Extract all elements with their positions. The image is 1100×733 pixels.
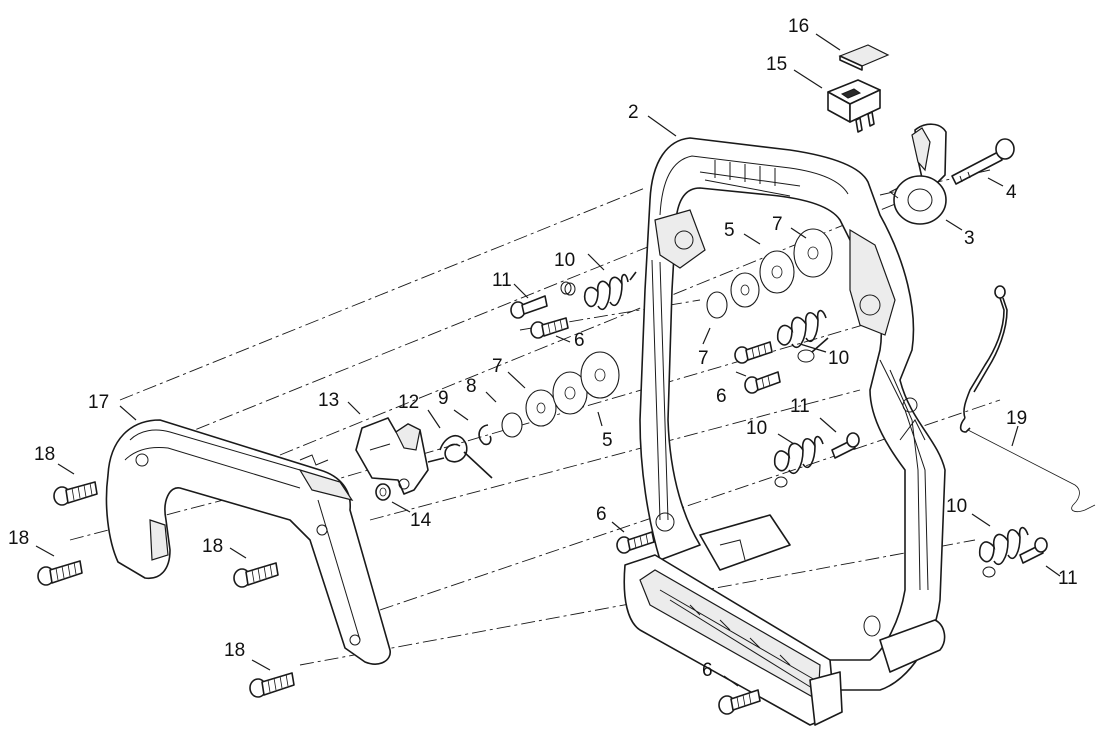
screw-18-d	[249, 672, 295, 698]
washers-lower	[501, 351, 620, 438]
spring-10-d	[978, 526, 1029, 578]
circlip	[478, 424, 492, 446]
callout-6-a: 6	[574, 330, 585, 351]
callout-6-c: 6	[596, 504, 607, 525]
screw-6-a	[530, 317, 569, 339]
stop-switch	[827, 79, 881, 133]
screw-6-b	[734, 341, 773, 364]
callout-8: 8	[466, 376, 477, 397]
screw-6-e	[718, 689, 761, 715]
screw-11-a	[510, 281, 572, 319]
screws-18	[37, 481, 295, 698]
lock-lever	[355, 417, 429, 495]
callout-18-b: 18	[8, 528, 29, 549]
callout-5-lower: 5	[602, 430, 613, 451]
leader-lines	[35, 33, 1061, 687]
callout-5-upper: 5	[724, 220, 735, 241]
callout-10-c: 10	[746, 418, 767, 439]
front-handle	[105, 419, 391, 665]
screw-18-a	[53, 481, 98, 506]
callout-13: 13	[318, 390, 339, 411]
callout-9: 9	[438, 388, 449, 409]
spring-10-b	[776, 309, 829, 363]
callout-7-c: 7	[492, 356, 503, 377]
callout-labels: 2 3 4 5 5 6 6 6 6 7 7 7 8 9 10 10 10 10 …	[8, 16, 1078, 681]
callout-10-d: 10	[946, 496, 967, 517]
throttle-trigger	[889, 123, 947, 225]
callout-11-b: 11	[790, 396, 810, 417]
switch-cover	[838, 44, 890, 71]
callout-11-a: 11	[492, 270, 512, 291]
callout-18-c: 18	[202, 536, 223, 557]
screw-11-c	[1019, 537, 1048, 564]
callout-6-d: 6	[702, 660, 713, 681]
screw-6-d	[616, 531, 655, 554]
callout-16: 16	[788, 16, 809, 37]
pivot-pin	[951, 138, 1015, 185]
callout-17: 17	[88, 392, 109, 413]
callout-6-b: 6	[716, 386, 727, 407]
callout-7-b: 7	[698, 348, 709, 369]
callout-18-a: 18	[34, 444, 55, 465]
screw-18-c	[233, 562, 279, 588]
washers-upper	[706, 228, 833, 319]
callout-10-a: 10	[554, 250, 575, 271]
callout-14: 14	[410, 510, 432, 531]
ground-cable	[959, 285, 1096, 512]
callout-2: 2	[628, 102, 639, 123]
torsion-spring-small	[427, 434, 493, 479]
screw-18-b	[37, 560, 83, 586]
bushing	[375, 483, 391, 501]
callout-12: 12	[398, 392, 419, 413]
callout-4: 4	[1006, 182, 1017, 203]
callout-15: 15	[766, 54, 787, 75]
screws-11	[510, 281, 1048, 564]
callout-10-b: 10	[828, 348, 849, 369]
springs-10	[564, 271, 1029, 578]
callout-3: 3	[964, 228, 975, 249]
spring-10-a	[564, 271, 637, 311]
screw-11-b	[831, 432, 860, 459]
screws-6	[530, 317, 781, 715]
callout-19: 19	[1006, 408, 1027, 429]
main-frame	[623, 137, 946, 726]
callout-7-a: 7	[772, 214, 783, 235]
callout-18-d: 18	[224, 640, 245, 661]
spring-10-c	[773, 435, 824, 488]
screw-6-c	[744, 371, 781, 394]
callout-11-c: 11	[1058, 568, 1078, 589]
